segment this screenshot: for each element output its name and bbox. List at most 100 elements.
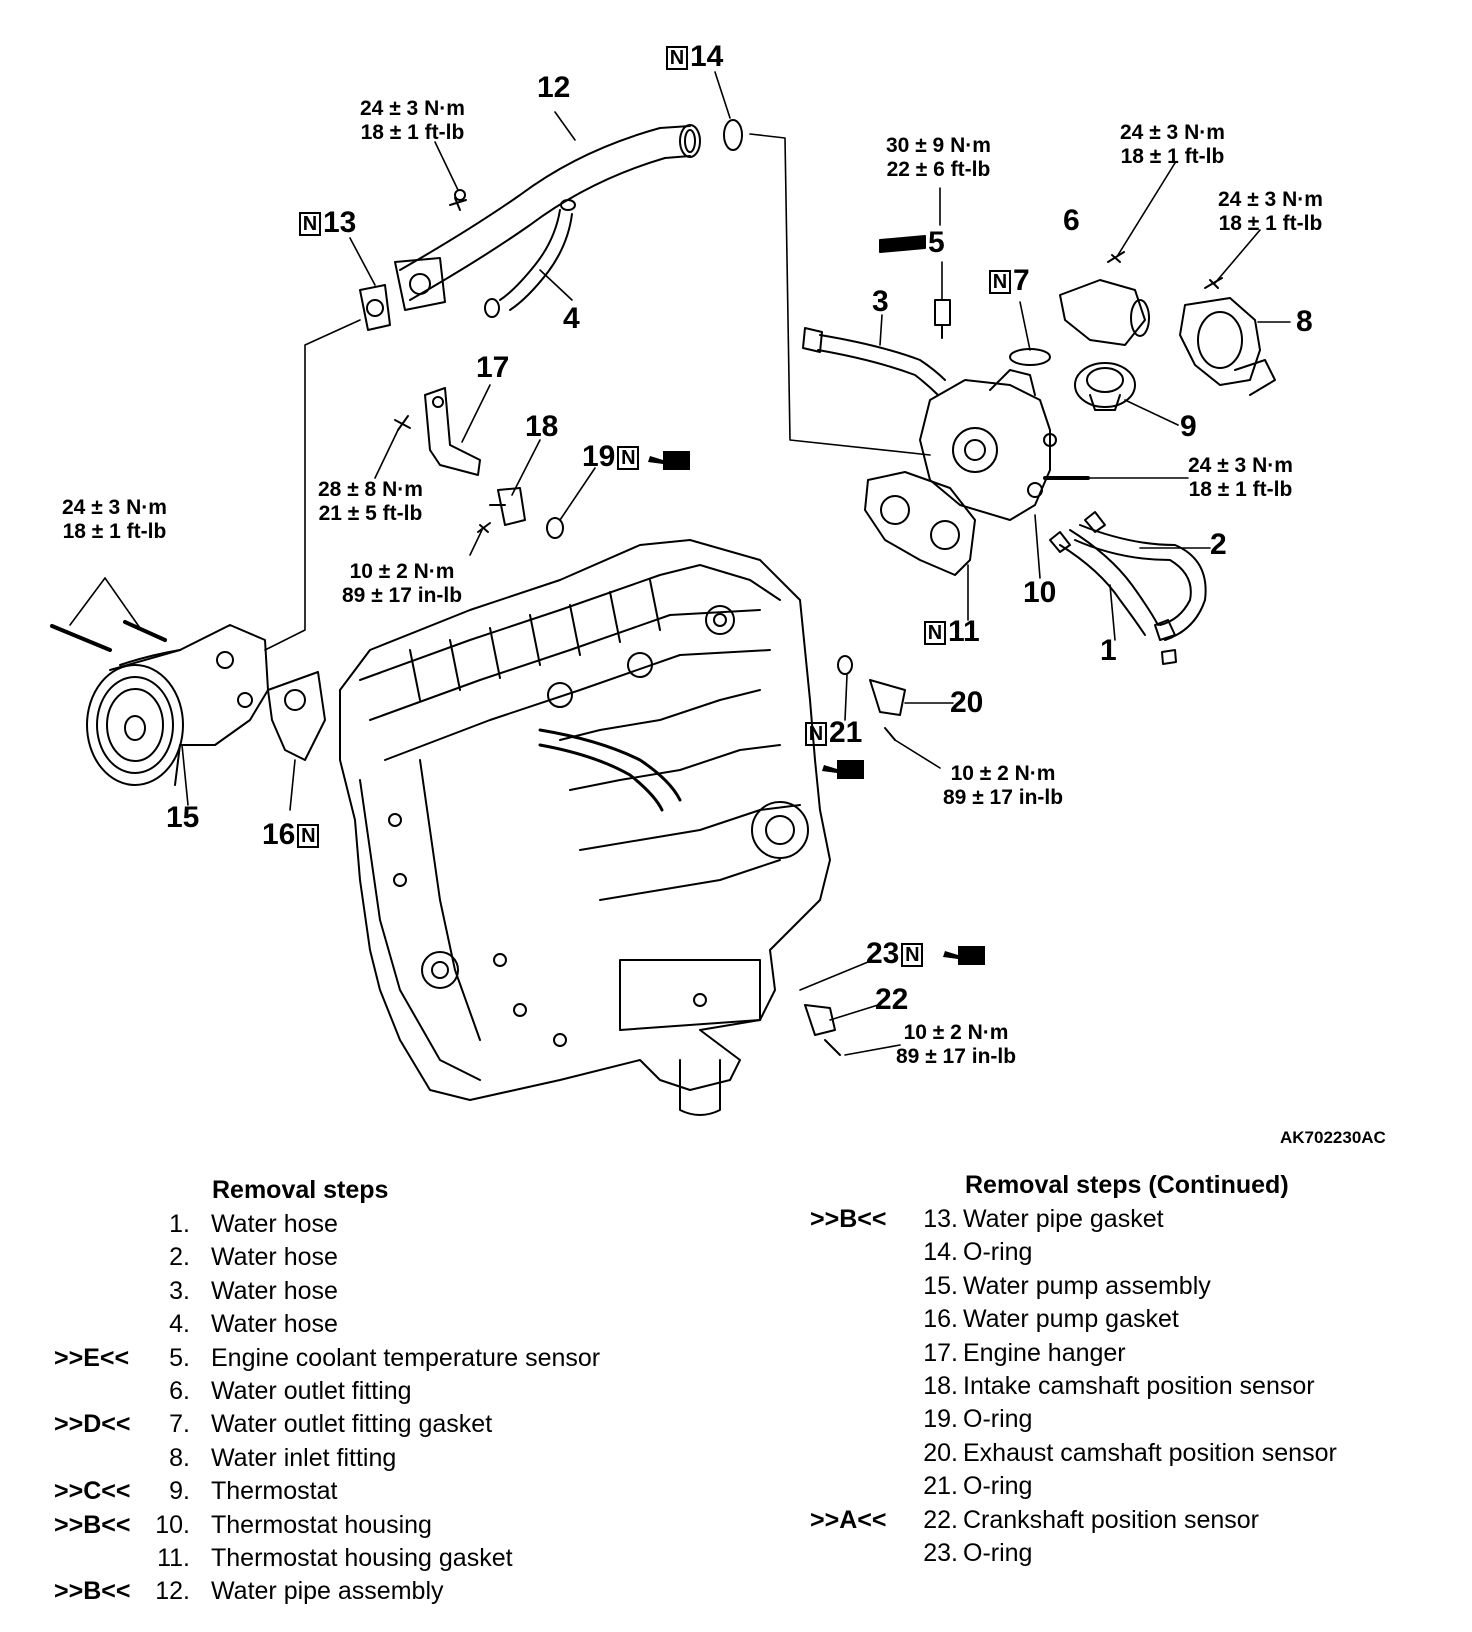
new-part-badge: N — [924, 621, 946, 645]
list-item: 16.Water pump gasket — [760, 1303, 1460, 1336]
step-number: 21. — [923, 1472, 958, 1501]
new-part-badge: N — [901, 943, 924, 967]
new-part-badge: N — [617, 446, 640, 470]
thermostat-housing-gasket — [864, 471, 976, 576]
callout-12: 12 — [537, 71, 571, 104]
procedure-mark: >>A<< — [810, 1505, 887, 1534]
list-item: 20.Exhaust camshaft position sensor — [760, 1437, 1460, 1470]
new-part-badge: N — [297, 824, 320, 848]
water-hose-3 — [802, 327, 946, 396]
step-number: 17. — [923, 1338, 958, 1367]
step-number: 12. — [155, 1577, 190, 1606]
callout-3: 3 — [872, 285, 889, 318]
list-item: 14.O-ring — [760, 1236, 1460, 1269]
step-text: Thermostat — [211, 1477, 338, 1506]
procedure-mark: >>D<< — [54, 1410, 131, 1439]
step-text: Exhaust camshaft position sensor — [963, 1438, 1337, 1467]
new-part-badge: N — [299, 212, 321, 236]
ect-sensor — [879, 235, 951, 339]
list-item: 1.Water hose — [0, 1208, 740, 1241]
procedure-mark: >>C<< — [54, 1477, 131, 1506]
outlet-gasket-7 — [1009, 348, 1051, 366]
step-number: 6. — [169, 1376, 190, 1405]
callout-1: 1 — [1100, 634, 1117, 667]
new-part-badge: N — [989, 270, 1011, 294]
step-text: Engine hanger — [963, 1338, 1126, 1367]
step-number: 2. — [169, 1243, 190, 1272]
step-number: 15. — [923, 1271, 958, 1300]
step-text: Water hose — [211, 1210, 338, 1238]
step-text: Crankshaft position sensor — [963, 1505, 1259, 1534]
callout-8: 8 — [1296, 305, 1313, 338]
callout-10: 10 — [1023, 576, 1057, 609]
step-text: Water pump gasket — [963, 1305, 1179, 1334]
list-item: 15.Water pump assembly — [760, 1270, 1460, 1303]
o-ring-14 — [723, 119, 743, 151]
step-number: 4. — [169, 1310, 190, 1339]
callout-17: 17 — [476, 351, 510, 384]
step-text: O-ring — [963, 1472, 1033, 1501]
callout-15: 15 — [166, 801, 200, 834]
new-part-badge: N — [666, 46, 688, 70]
list-item: 23.O-ring — [760, 1537, 1460, 1570]
step-number: 13. — [923, 1205, 958, 1233]
figure-id: AK702230AC — [1280, 1128, 1386, 1147]
o-ring-21 — [837, 655, 853, 675]
water-pump — [50, 620, 269, 786]
water-hoses-1-2 — [1049, 511, 1207, 665]
step-text: Water inlet fitting — [211, 1443, 397, 1472]
list-item: 11.Thermostat housing gasket — [0, 1542, 740, 1575]
engine-hanger — [394, 387, 481, 476]
step-text: Water pump assembly — [963, 1271, 1211, 1300]
o-ring-19 — [546, 517, 564, 539]
step-text: Intake camshaft position sensor — [963, 1371, 1315, 1400]
step-number: 11. — [157, 1543, 190, 1572]
step-number: 18. — [923, 1371, 958, 1400]
step-number: 23. — [923, 1538, 958, 1567]
step-text: Water hose — [211, 1276, 338, 1305]
list-item: >>A<< 22.Crankshaft position sensor — [760, 1504, 1460, 1537]
step-text: O-ring — [963, 1238, 1033, 1267]
list-title: Removal steps (Continued) — [965, 1171, 1289, 1199]
step-number: 22. — [923, 1505, 958, 1534]
step-text: O-ring — [963, 1538, 1033, 1567]
step-text: O-ring — [963, 1405, 1033, 1434]
step-text: Thermostat housing — [211, 1510, 432, 1539]
list-item: 4.Water hose — [0, 1308, 740, 1341]
list-item: >>B<<13.Water pipe gasket — [760, 1203, 1460, 1236]
list-item: >>C<<9.Thermostat — [0, 1475, 740, 1508]
water-pipe-assembly — [394, 124, 701, 318]
step-text: Engine coolant temperature sensor — [211, 1343, 601, 1372]
list-title: Removal steps — [212, 1176, 389, 1204]
list-item: 18.Intake camshaft position sensor — [760, 1370, 1460, 1403]
callout-6: 6 — [1063, 204, 1080, 237]
list-item: 6.Water outlet fitting — [0, 1375, 740, 1408]
step-number: 19. — [923, 1405, 958, 1434]
procedure-mark: >>B<< — [54, 1510, 131, 1539]
diagram-drawing — [50, 71, 1291, 1116]
list-item: 8.Water inlet fitting — [0, 1442, 740, 1475]
callout-4: 4 — [563, 302, 580, 335]
water-pump-gasket — [267, 671, 326, 761]
callout-2: 2 — [1210, 528, 1227, 561]
callout-22: 22 — [875, 983, 909, 1016]
intake-cmp-sensor — [477, 487, 526, 533]
oil-can-icon — [648, 451, 985, 965]
list-item: >>B<<12.Water pipe assembly — [0, 1575, 740, 1608]
callout-9: 9 — [1180, 410, 1197, 443]
